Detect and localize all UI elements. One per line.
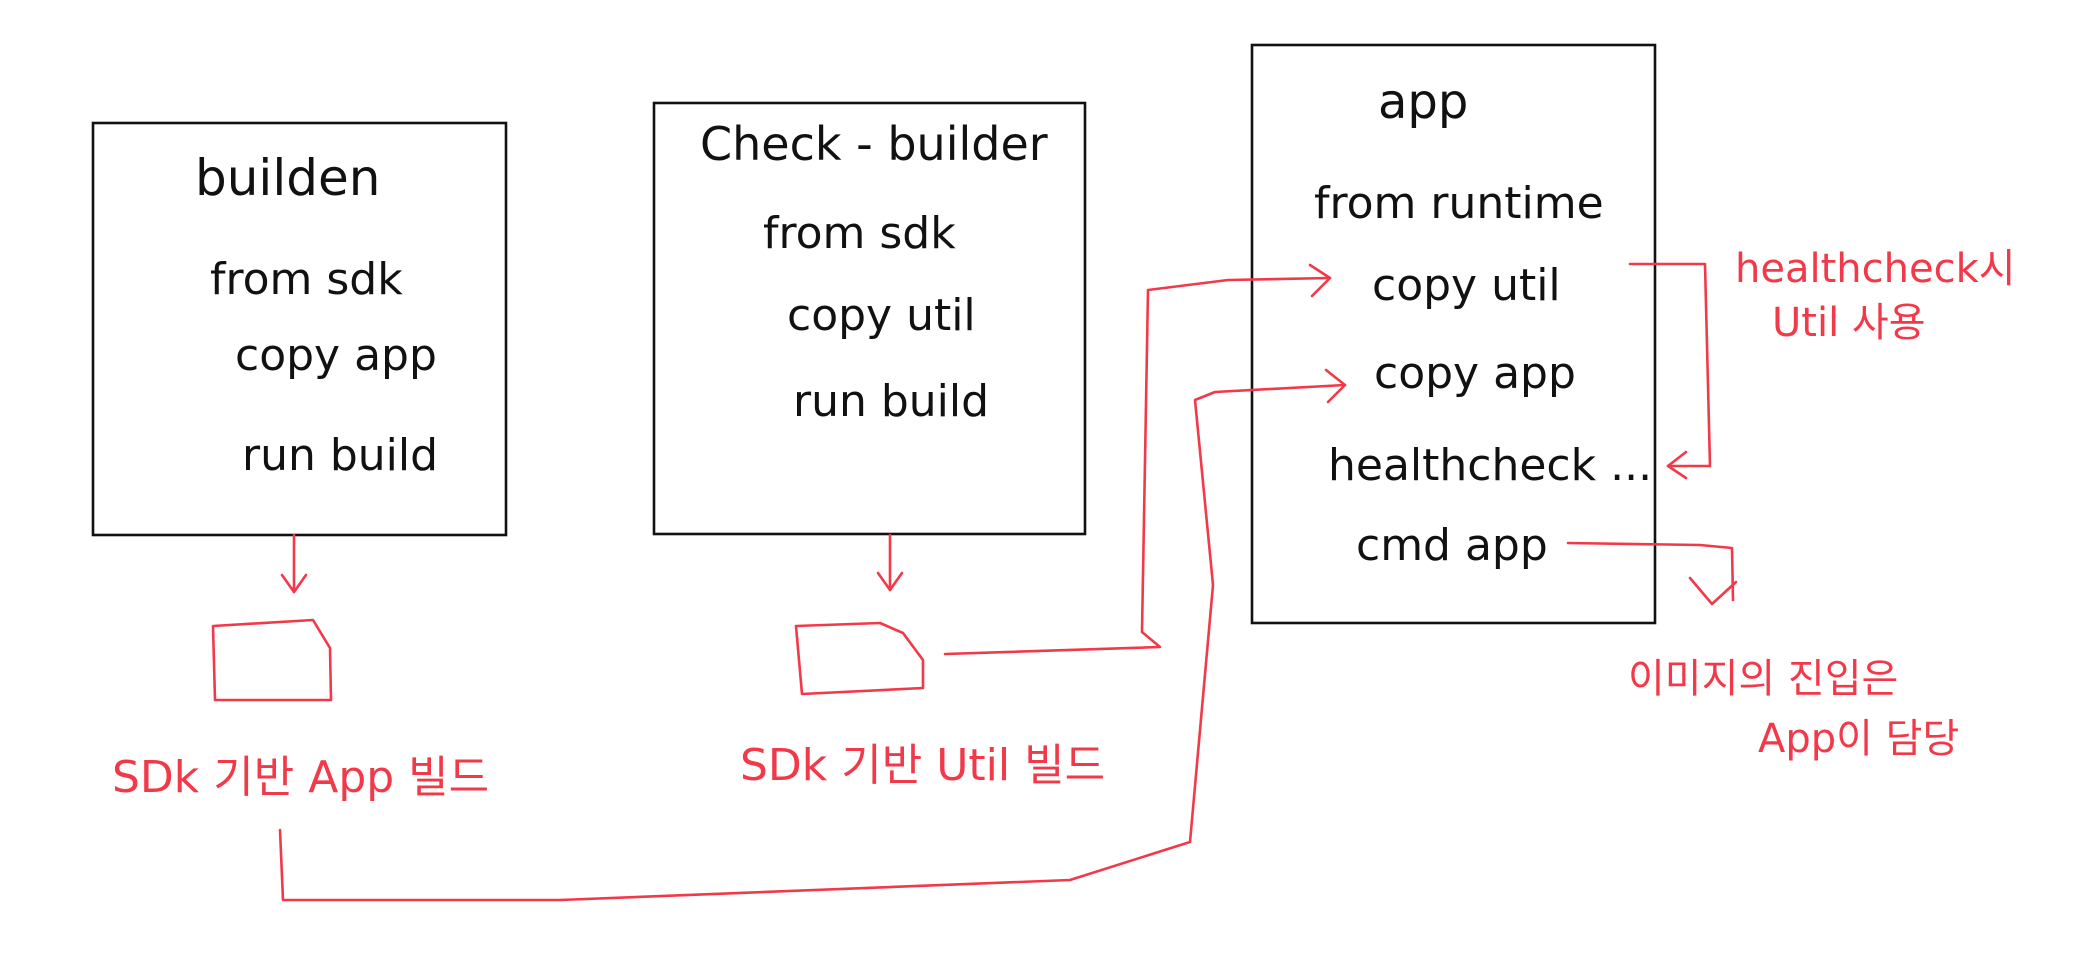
entrypoint-arrow-head bbox=[1688, 576, 1738, 606]
app-line-from: from runtime bbox=[1314, 178, 1604, 229]
builder-stage-box bbox=[91, 121, 508, 537]
builder-down-arrow-head bbox=[280, 573, 308, 594]
healthcheck-note: healthcheck시 Util 사용 bbox=[1628, 246, 2016, 480]
check-builder-stage-box bbox=[652, 101, 1087, 536]
healthcheck-note-line-2: Util 사용 bbox=[1772, 300, 1926, 346]
app-stage-title: app bbox=[1378, 74, 1468, 130]
entrypoint-note-line-2: App이 담당 bbox=[1758, 716, 1959, 762]
app-copy-connector-arrowhead bbox=[1324, 368, 1347, 404]
app-stage: app from runtime copy util copy app heal… bbox=[1250, 43, 1657, 625]
check-builder-line-run: run build bbox=[793, 376, 989, 427]
builder-stage: builden from sdk copy app run build bbox=[91, 121, 508, 537]
entrypoint-note-line-1: 이미지의 진입은 bbox=[1628, 656, 1898, 702]
util-copy-connector-line bbox=[943, 276, 1332, 656]
app-copy-connector-line bbox=[278, 383, 1347, 902]
builder-line-run: run build bbox=[242, 430, 438, 481]
app-line-cmd: cmd app bbox=[1356, 520, 1548, 571]
check-builder-line-from: from sdk bbox=[763, 208, 956, 259]
app-line-copy-app: copy app bbox=[1374, 348, 1576, 399]
app-stage-box bbox=[1250, 43, 1657, 625]
app-line-healthcheck: healthcheck ... bbox=[1328, 440, 1652, 491]
check-builder-down-arrow-head bbox=[876, 571, 904, 592]
builder-line-copy: copy app bbox=[235, 330, 437, 381]
util-copy-connector-arrowhead bbox=[1308, 263, 1332, 298]
check-builder-line-copy: copy util bbox=[787, 290, 976, 341]
builder-stage-title: builden bbox=[195, 149, 380, 207]
app-build-artifact: SDk 기반 App 빌드 bbox=[112, 533, 489, 803]
healthcheck-bracket-line bbox=[1628, 262, 1712, 468]
healthcheck-bracket-arrowhead bbox=[1666, 450, 1688, 480]
check-builder-stage-title: Check - builder bbox=[700, 117, 1048, 171]
util-build-artifact: SDk 기반 Util 빌드 bbox=[740, 533, 1105, 791]
util-copy-connector bbox=[943, 263, 1332, 656]
check-builder-stage: Check - builder from sdk copy util run b… bbox=[652, 101, 1087, 536]
entrypoint-arrow-line bbox=[1566, 541, 1735, 602]
healthcheck-note-line-1: healthcheck시 bbox=[1735, 246, 2016, 292]
util-build-artifact-shape bbox=[794, 621, 925, 696]
app-build-artifact-label: SDk 기반 App 빌드 bbox=[112, 752, 489, 803]
util-build-artifact-label: SDk 기반 Util 빌드 bbox=[740, 740, 1105, 791]
app-line-copy-util: copy util bbox=[1372, 260, 1561, 311]
entrypoint-note: 이미지의 진입은 App이 담당 bbox=[1566, 541, 1959, 762]
app-copy-connector bbox=[278, 368, 1347, 902]
builder-line-from: from sdk bbox=[210, 254, 403, 305]
app-build-artifact-shape bbox=[211, 618, 333, 702]
